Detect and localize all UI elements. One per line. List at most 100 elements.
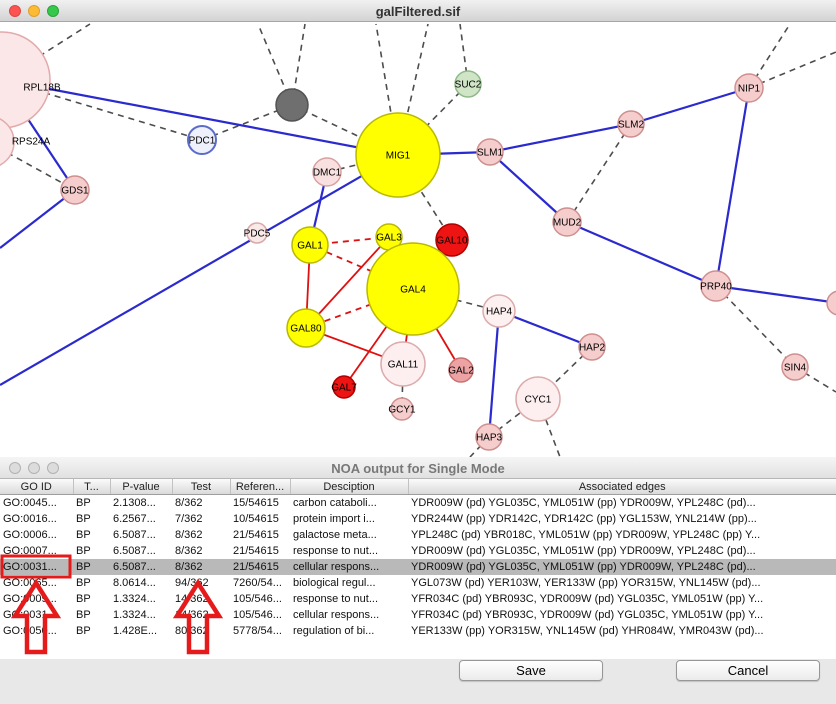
cancel-button[interactable]: Cancel — [676, 660, 820, 681]
table-cell[interactable]: 6.5087... — [113, 529, 156, 541]
column-header[interactable]: Desciption — [290, 479, 409, 495]
table-cell[interactable]: 8/362 — [175, 529, 203, 541]
save-button[interactable]: Save — [459, 660, 603, 681]
table-cell[interactable]: BP — [76, 577, 91, 589]
network-node-DMC1[interactable] — [312, 157, 342, 187]
table-cell[interactable]: 7260/54... — [233, 577, 282, 589]
table-cell[interactable]: GO:0016... — [3, 513, 57, 525]
network-edge[interactable] — [748, 51, 836, 89]
network-node-MUD2[interactable] — [552, 207, 582, 237]
table-cell[interactable]: 8/362 — [175, 545, 203, 557]
network-node-RPL18B[interactable] — [0, 31, 51, 129]
table-cell[interactable]: protein import i... — [293, 513, 375, 525]
network-edge[interactable] — [489, 151, 568, 223]
network-node-GAL10[interactable] — [435, 223, 469, 257]
network-node-CYC1[interactable] — [515, 376, 561, 422]
network-edge[interactable] — [305, 288, 414, 329]
network-edge[interactable] — [566, 220, 717, 288]
minimize-icon[interactable] — [28, 5, 40, 17]
column-header[interactable]: Associated edges — [408, 479, 836, 495]
network-edge[interactable] — [794, 366, 836, 393]
network-window-titlebar[interactable]: galFiltered.sif — [0, 0, 836, 22]
network-node-MIG1[interactable] — [355, 112, 441, 198]
table-cell[interactable]: BP — [76, 609, 91, 621]
network-edge[interactable] — [397, 83, 469, 156]
network-node-GAL80[interactable] — [286, 308, 326, 348]
table-cell[interactable]: carbon cataboli... — [293, 497, 377, 509]
network-node-HAP4[interactable] — [482, 294, 516, 328]
network-node-GAL2[interactable] — [448, 357, 474, 383]
table-cell[interactable]: YDR009W (pd) YGL035C, YML051W (pp) YDR00… — [411, 497, 756, 509]
table-cell[interactable]: 5778/54... — [233, 625, 282, 637]
table-cell[interactable]: YDR244W (pp) YDR142C, YDR142C (pp) YGL15… — [411, 513, 757, 525]
noa-window-titlebar[interactable]: NOA output for Single Mode — [0, 457, 836, 479]
table-cell[interactable]: 80/362 — [175, 625, 209, 637]
table-cell[interactable]: BP — [76, 593, 91, 605]
column-header[interactable]: P-value — [110, 479, 173, 495]
table-cell[interactable]: 1.428E... — [113, 625, 158, 637]
network-node-DARK1[interactable] — [275, 88, 309, 122]
network-node-SUC2[interactable] — [454, 70, 482, 98]
table-cell[interactable]: 8.0614... — [113, 577, 156, 589]
table-cell[interactable]: response to nut... — [293, 593, 378, 605]
table-cell[interactable]: BP — [76, 545, 91, 557]
table-cell[interactable]: GO:0045... — [3, 497, 57, 509]
network-node-PRP40[interactable] — [700, 270, 732, 302]
table-cell[interactable]: 10/54615 — [233, 513, 279, 525]
network-node-PDC5[interactable] — [246, 222, 268, 244]
network-edge[interactable] — [566, 123, 632, 223]
table-cell[interactable]: 6.5087... — [110, 559, 172, 575]
close-icon[interactable] — [9, 5, 21, 17]
table-cell[interactable]: GO:0009... — [3, 593, 57, 605]
table-cell[interactable]: BP — [76, 497, 91, 509]
column-header[interactable]: Referen... — [230, 479, 291, 495]
table-cell[interactable]: galactose meta... — [293, 529, 377, 541]
column-header[interactable]: T... — [73, 479, 111, 495]
table-cell[interactable]: 6.2567... — [113, 513, 156, 525]
table-cell[interactable]: 105/546... — [233, 593, 282, 605]
table-cell[interactable]: 1.3324... — [113, 593, 156, 605]
network-node-GDS1[interactable] — [60, 175, 90, 205]
network-edge[interactable] — [630, 86, 750, 126]
network-node-HAP3[interactable] — [475, 423, 503, 451]
table-cell[interactable]: GO:0031... — [3, 609, 57, 621]
network-node-GAL1[interactable] — [291, 226, 329, 264]
network-node-SIN4[interactable] — [781, 353, 809, 381]
table-cell[interactable]: GO:0031... — [0, 559, 73, 575]
minimize-icon[interactable] — [28, 462, 40, 474]
network-node-NIP1[interactable] — [734, 73, 764, 103]
table-cell[interactable]: BP — [73, 559, 110, 575]
table-cell[interactable]: 105/546... — [233, 609, 282, 621]
table-cell[interactable]: 14/362 — [175, 593, 209, 605]
table-cell[interactable]: YER133W (pp) YOR315W, YNL145W (pd) YHR08… — [411, 625, 764, 637]
table-cell[interactable]: YFR034C (pd) YBR093C, YDR009W (pd) YGL03… — [411, 609, 764, 621]
table-cell[interactable]: response to nut... — [293, 545, 378, 557]
table-cell[interactable]: GO:0050... — [3, 625, 57, 637]
table-cell[interactable]: YGL073W (pd) YER103W, YER133W (pp) YOR31… — [411, 577, 761, 589]
network-node-EDGER[interactable] — [826, 290, 836, 316]
table-cell[interactable]: GO:0007... — [3, 545, 57, 557]
table-cell[interactable]: regulation of bi... — [293, 625, 375, 637]
table-cell[interactable]: YDR009W (pd) YGL035C, YML051W (pp) YDR00… — [411, 545, 756, 557]
column-header[interactable]: GO ID — [0, 479, 74, 495]
close-icon[interactable] — [9, 462, 21, 474]
table-cell[interactable]: 8/362 — [175, 497, 203, 509]
network-edge[interactable] — [715, 284, 836, 304]
network-node-SLM1[interactable] — [476, 138, 504, 166]
network-edge[interactable] — [0, 154, 399, 386]
table-cell[interactable]: cellular respons... — [290, 559, 408, 575]
table-cell[interactable]: 14/362 — [175, 609, 209, 621]
network-node-RPS24A[interactable] — [0, 116, 15, 168]
network-edge[interactable] — [1, 78, 399, 157]
table-cell[interactable]: 1.3324... — [113, 609, 156, 621]
table-cell[interactable]: GO:0065... — [3, 577, 57, 589]
network-edge[interactable] — [714, 87, 751, 287]
network-node-PDC1[interactable] — [187, 125, 217, 155]
network-node-GAL11[interactable] — [380, 341, 426, 387]
